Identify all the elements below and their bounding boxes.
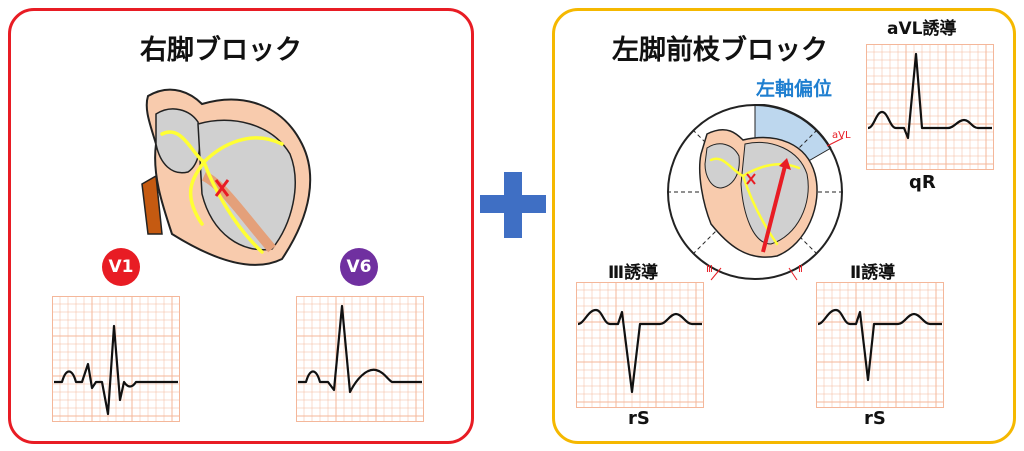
ecg-waveform xyxy=(577,308,702,394)
block-mark-small xyxy=(746,173,756,185)
mean-axis-arrow xyxy=(761,165,787,253)
heart-illustration-rbbb xyxy=(141,88,312,266)
conduction-pathway xyxy=(160,130,284,254)
block-mark xyxy=(214,179,230,197)
axis-reference-lines xyxy=(710,137,844,281)
ecg-strip xyxy=(52,296,180,422)
axis-deviation-label: 左軸偏位 xyxy=(756,78,833,100)
ecg-v1 xyxy=(52,296,180,422)
avl-lead-label: aVL誘導 xyxy=(887,19,957,39)
v1-badge: V1 xyxy=(102,248,140,286)
ii-pattern: rS xyxy=(864,408,886,429)
ecg-strip xyxy=(296,296,424,422)
ii-lead-label: Ⅱ誘導 xyxy=(850,263,896,283)
v6-badge: V6 xyxy=(340,248,378,286)
ecg-waveform xyxy=(298,304,422,394)
ecg-v6 xyxy=(296,296,424,422)
ecg-strip xyxy=(576,282,704,408)
lafb-title: 左脚前枝ブロック xyxy=(612,35,828,66)
iii-axis-label: Ⅲ xyxy=(706,264,713,275)
ecg-waveform xyxy=(54,324,178,416)
ecg-avl xyxy=(866,44,994,170)
axis-wheel xyxy=(667,104,843,280)
ecg-strip xyxy=(816,282,944,408)
ecg-waveform xyxy=(817,308,942,382)
ii-axis-label: Ⅱ xyxy=(798,264,803,275)
right-ventricle xyxy=(197,119,296,251)
ecg-iii xyxy=(576,282,704,408)
plus-sign xyxy=(480,172,546,238)
ecg-ii xyxy=(816,282,944,408)
atrium-small xyxy=(704,143,740,189)
ecg-waveform xyxy=(867,52,992,140)
iii-lead-label: Ⅲ誘導 xyxy=(608,263,659,283)
aorta-vessel xyxy=(141,174,163,235)
ecg-strip xyxy=(866,44,994,170)
avl-axis-label: aVL xyxy=(832,130,851,141)
rbbb-title: 右脚ブロック xyxy=(140,35,302,66)
iii-pattern: rS xyxy=(628,408,650,429)
avl-pattern: qR xyxy=(909,172,936,193)
